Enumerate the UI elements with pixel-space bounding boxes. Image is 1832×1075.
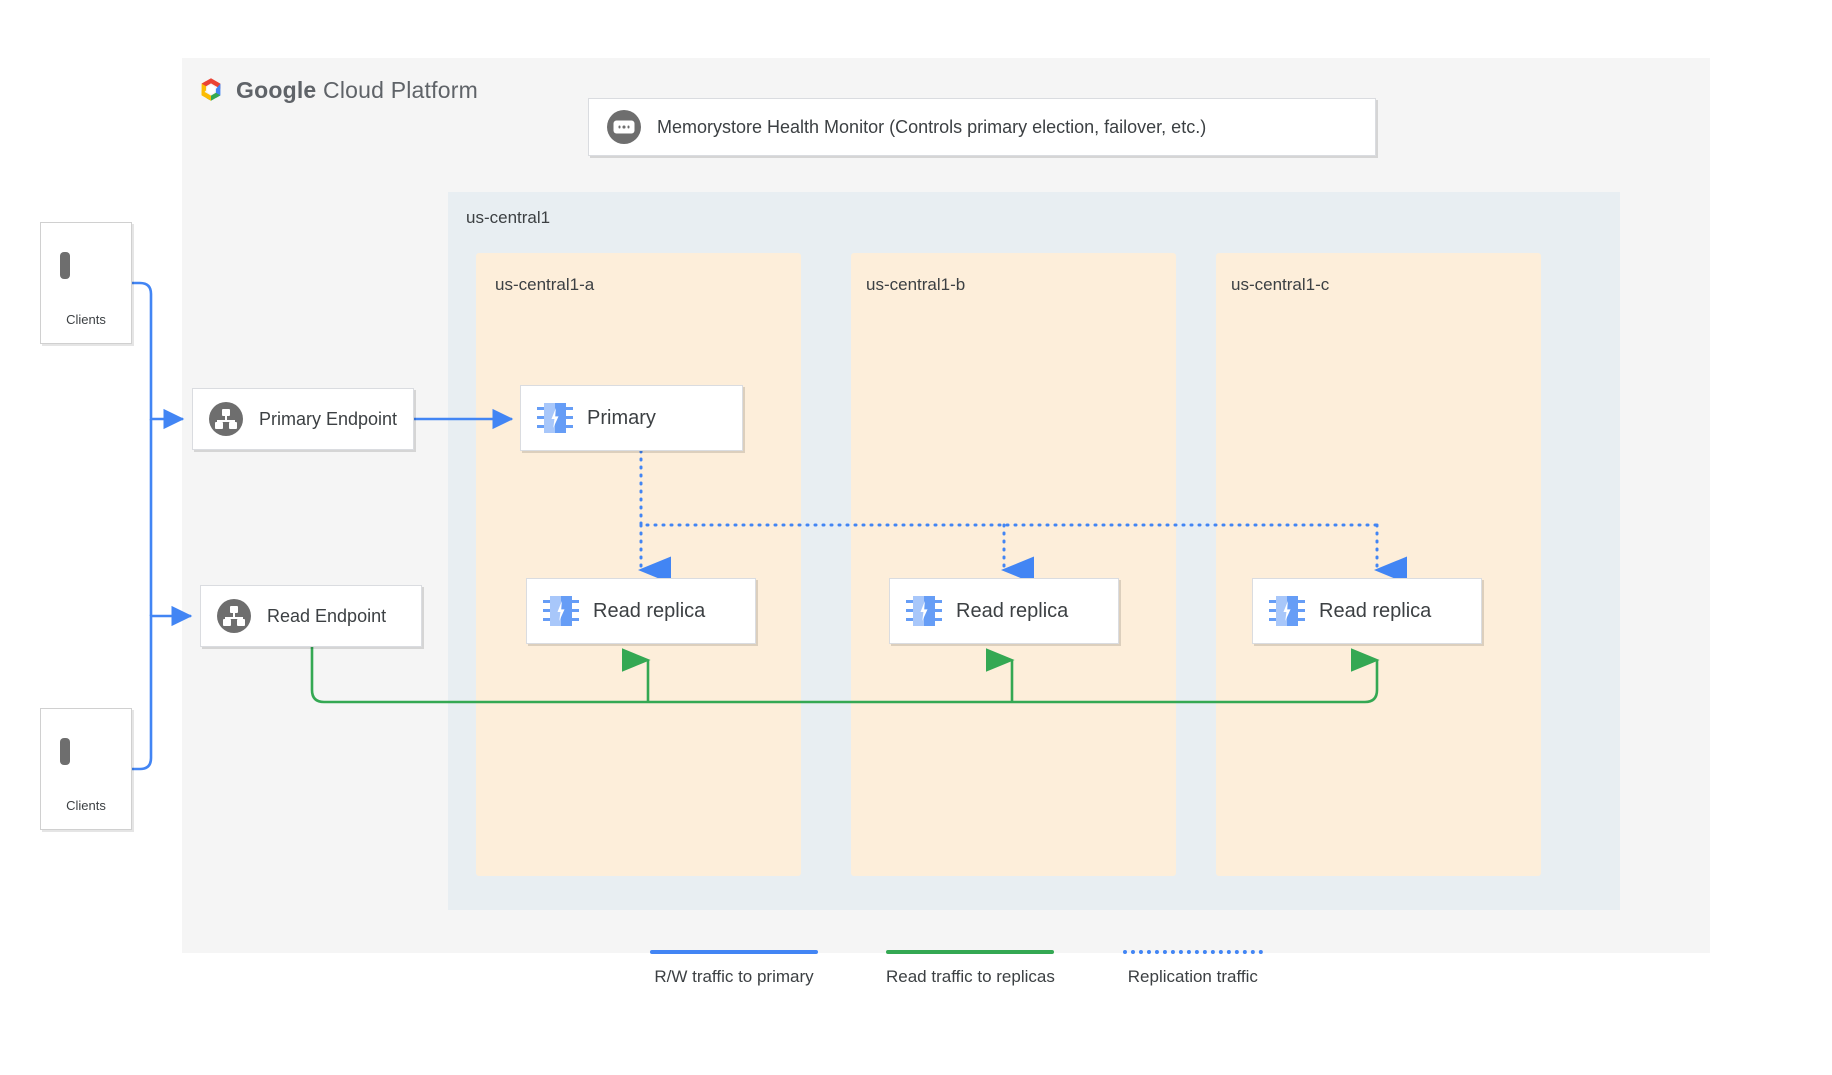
primary-endpoint-label: Primary Endpoint xyxy=(259,408,398,429)
node-read-replica-a-label: Read replica xyxy=(593,599,706,622)
gcp-wordmark-rest: Cloud Platform xyxy=(316,76,478,103)
region-label: us-central1 xyxy=(466,208,551,227)
node-primary-label: Primary xyxy=(587,406,656,429)
health-monitor-card[interactable]: Memorystore Health Monitor (Controls pri… xyxy=(588,98,1376,156)
legend-item-rw-traffic: R/W traffic to primary xyxy=(650,950,818,987)
node-read-replica-b-label: Read replica xyxy=(956,599,1069,622)
clients-top[interactable]: Clients xyxy=(40,222,132,344)
node-read-replica-a[interactable]: Read replica xyxy=(526,578,756,644)
read-endpoint-label: Read Endpoint xyxy=(267,605,387,626)
memorystore-chip-icon xyxy=(906,594,942,628)
google-cloud-hexagon-logo-icon xyxy=(196,75,226,105)
gcp-wordmark-bold: Google xyxy=(236,76,317,103)
zone-us-central1-a xyxy=(476,253,801,876)
clients-bottom[interactable]: Clients xyxy=(40,708,132,830)
legend-item-replication-traffic: Replication traffic xyxy=(1122,950,1263,987)
chat-dots-icon xyxy=(607,110,641,144)
legend-swatch-dotted-blue xyxy=(1122,950,1263,954)
node-read-replica-c[interactable]: Read replica xyxy=(1252,578,1482,644)
network-hierarchy-icon xyxy=(209,402,243,436)
clients-top-label: Clients xyxy=(66,312,106,327)
zone-us-central1-b xyxy=(851,253,1176,876)
gcp-wordmark: Google Cloud Platform xyxy=(236,77,478,104)
zone-us-central1-c xyxy=(1216,253,1541,876)
laptop-icon xyxy=(60,738,112,783)
read-endpoint-card[interactable]: Read Endpoint xyxy=(200,585,422,647)
legend: R/W traffic to primary Read traffic to r… xyxy=(650,950,1263,987)
node-primary[interactable]: Primary xyxy=(520,385,743,451)
legend-item-read-traffic: Read traffic to replicas xyxy=(886,950,1055,987)
zone-label-a: us-central1-a xyxy=(495,275,595,294)
gcp-logo: Google Cloud Platform xyxy=(196,75,478,105)
legend-swatch-green xyxy=(886,950,1055,954)
primary-endpoint-card[interactable]: Primary Endpoint xyxy=(192,388,414,450)
laptop-icon xyxy=(60,252,112,297)
memorystore-chip-icon xyxy=(543,594,579,628)
legend-swatch-blue xyxy=(650,950,818,954)
zone-label-c: us-central1-c xyxy=(1231,275,1330,294)
memorystore-chip-icon xyxy=(1269,594,1305,628)
node-read-replica-b[interactable]: Read replica xyxy=(889,578,1119,644)
health-monitor-label: Memorystore Health Monitor (Controls pri… xyxy=(657,116,1207,137)
legend-label-rw-traffic: R/W traffic to primary xyxy=(654,967,814,986)
zone-label-b: us-central1-b xyxy=(866,275,966,294)
legend-label-replication-traffic: Replication traffic xyxy=(1127,967,1258,986)
legend-label-read-traffic: Read traffic to replicas xyxy=(886,967,1055,986)
node-read-replica-c-label: Read replica xyxy=(1319,599,1432,622)
network-hierarchy-icon xyxy=(217,599,251,633)
clients-bottom-label: Clients xyxy=(66,798,106,813)
memorystore-chip-icon xyxy=(537,401,573,435)
